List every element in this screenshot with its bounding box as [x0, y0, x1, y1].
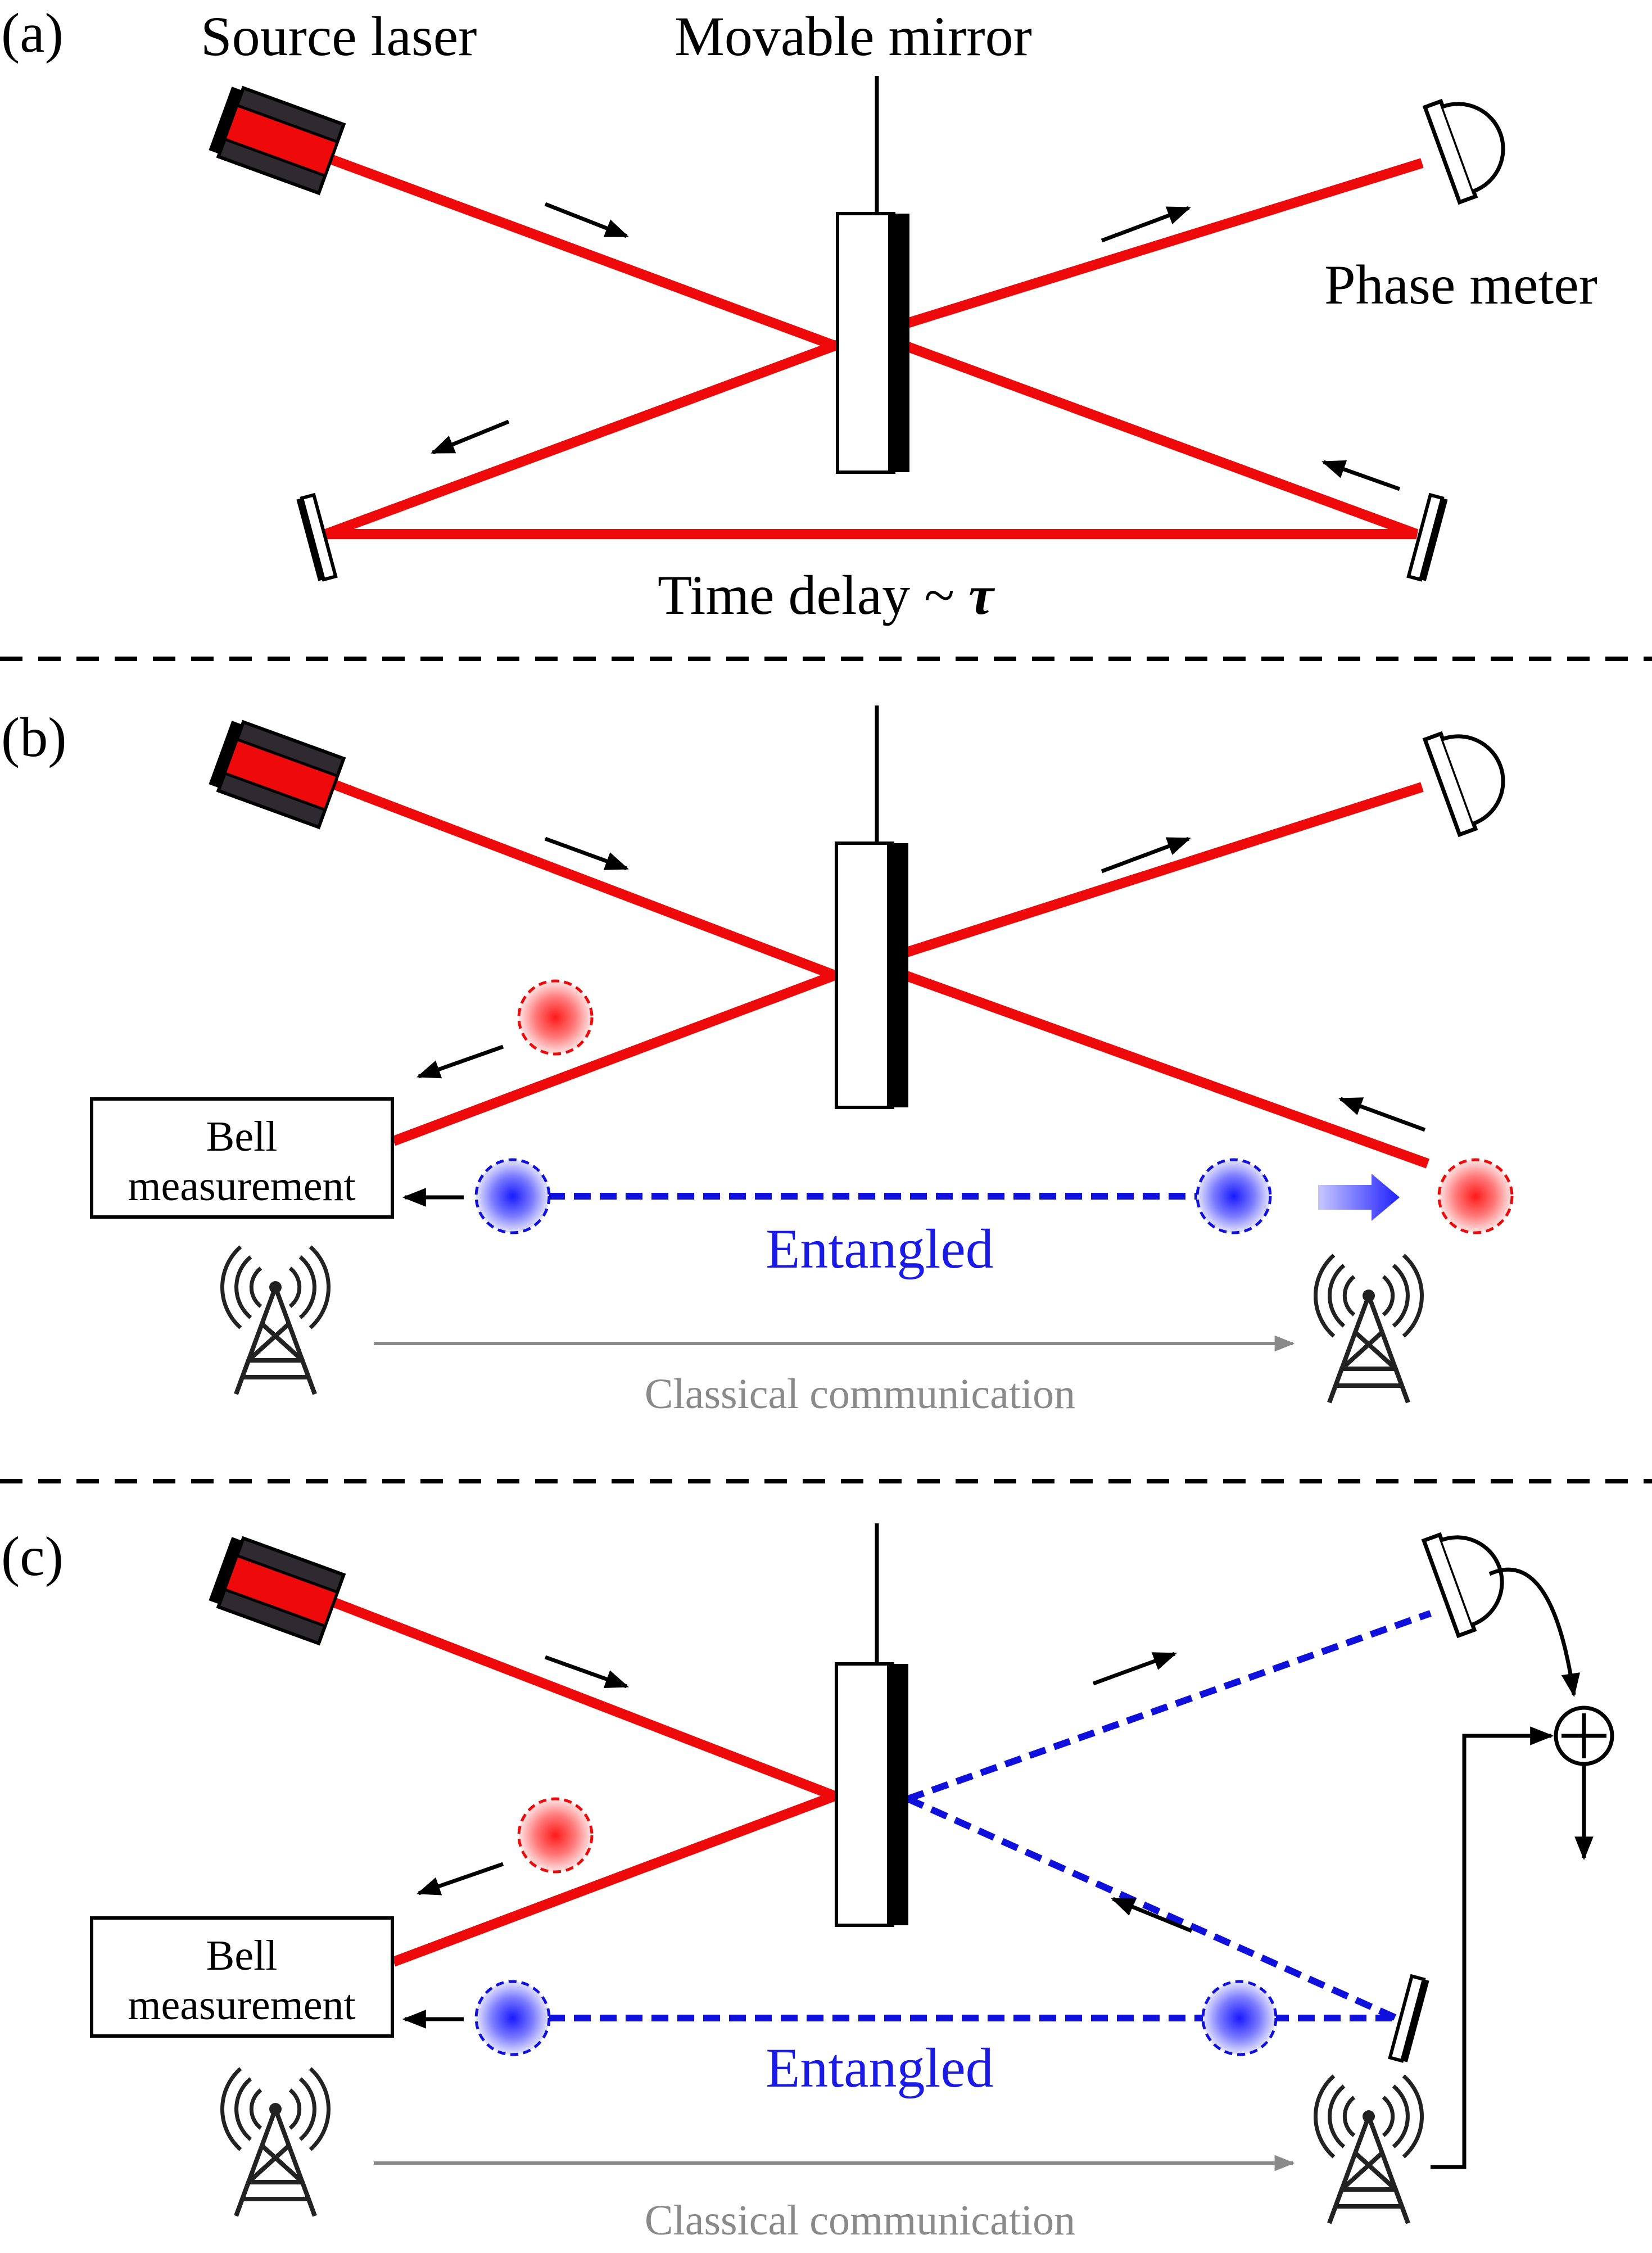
photon-icon — [1437, 1158, 1514, 1234]
panel-a-tag: (a) — [1, 2, 64, 64]
direction-arrow — [431, 419, 510, 455]
antenna-tower-icon — [1315, 1255, 1422, 1403]
direction-arrow — [417, 1044, 504, 1079]
direction-arrow — [544, 836, 629, 871]
fold-mirror-icon — [1406, 492, 1448, 582]
direction-arrow — [1101, 206, 1191, 243]
movable-mirror-icon — [835, 705, 908, 1109]
panel-c: (c) Bell measurement Entangle — [1, 1519, 1614, 2244]
classical-comm-label: Classical communication — [645, 1370, 1075, 1418]
photodetector-icon — [1425, 718, 1518, 835]
movable-mirror-label: Movable mirror — [675, 5, 1032, 67]
photon-icon — [1201, 1980, 1278, 2056]
output-beam-b — [391, 970, 837, 1146]
direction-arrow — [1101, 836, 1191, 874]
direction-arrow — [544, 202, 629, 238]
time-delay-label: Time delay ~ τ — [658, 564, 995, 626]
feedforward-line — [1431, 1726, 1554, 2169]
bell-label-line1: Bell — [206, 1932, 278, 1979]
photodetector-icon — [1424, 1519, 1517, 1636]
bell-label-line2: measurement — [128, 1981, 355, 2029]
movable-mirror-icon — [836, 76, 909, 474]
antenna-tower-icon — [222, 1247, 328, 1394]
direction-arrow — [1111, 1897, 1193, 1933]
panel-b-tag: (b) — [1, 706, 67, 768]
quantum-beam-out — [906, 1610, 1432, 1802]
panel-b: (b) Bell measurement Entangled — [1, 705, 1518, 1418]
phase-meter-label: Phase meter — [1324, 254, 1597, 316]
photon-icon — [517, 1797, 594, 1874]
entangled-label: Entangled — [766, 2037, 993, 2099]
signal-line — [1488, 1567, 1581, 1698]
antenna-tower-icon — [1315, 2076, 1422, 2223]
fold-mirror-icon — [1388, 1974, 1429, 2063]
bell-measurement-box: Bell measurement — [90, 1097, 394, 1219]
antenna-tower-icon — [222, 2069, 328, 2216]
direction-arrow — [1338, 1097, 1426, 1132]
classical-comm-label: Classical communication — [645, 2197, 1075, 2244]
bell-label-line1: Bell — [206, 1113, 278, 1160]
panel-a: (a) Source laser Movable mirror Phase me… — [1, 2, 1597, 626]
movable-mirror-icon — [835, 1523, 908, 1927]
delay-loop-beam — [324, 341, 1419, 539]
laser-icon — [208, 1535, 344, 1644]
direction-arrow — [417, 1862, 504, 1895]
photon-icon — [474, 1158, 551, 1234]
photon-icon — [1196, 1158, 1272, 1234]
quantum-beam-return — [906, 1795, 1404, 2024]
fold-mirror-icon — [296, 492, 338, 582]
laser-icon — [208, 84, 344, 193]
panel-c-tag: (c) — [1, 1525, 64, 1587]
input-beam-c — [324, 1594, 849, 1967]
entangled-label: Entangled — [766, 1218, 993, 1280]
source-laser-label: Source laser — [201, 5, 477, 67]
bell-label-line2: measurement — [128, 1162, 355, 1210]
photon-icon — [517, 979, 594, 1056]
photodetector-icon — [1425, 86, 1518, 202]
return-beam-b — [903, 970, 1430, 1169]
bell-measurement-box: Bell measurement — [90, 1916, 394, 2038]
photon-icon — [474, 1980, 551, 2056]
laser-icon — [208, 718, 344, 827]
direction-arrow — [1092, 1652, 1177, 1686]
transfer-arrow — [1318, 1174, 1400, 1221]
direction-arrow — [544, 1655, 629, 1689]
summing-junction-icon — [1554, 1705, 1614, 1766]
direction-arrow — [1321, 460, 1401, 491]
